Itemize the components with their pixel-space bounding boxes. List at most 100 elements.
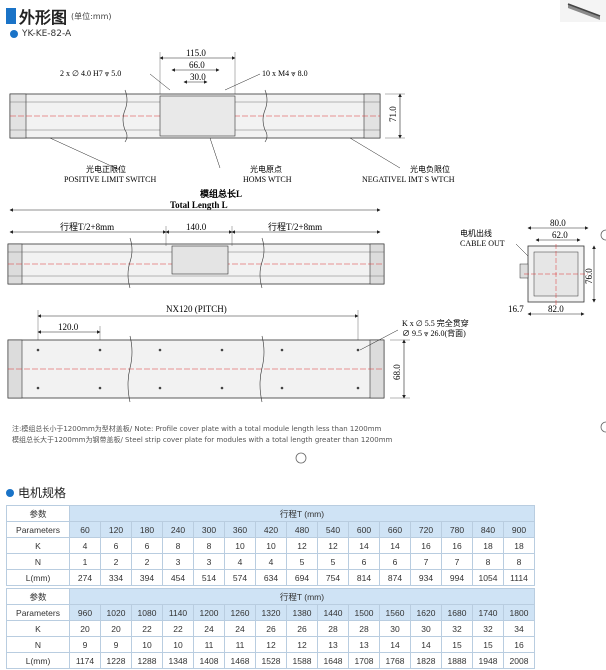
value-cell: 30	[410, 620, 442, 637]
value-cell: 32	[472, 620, 504, 637]
value-cell: 14	[379, 537, 411, 554]
technical-drawing: 115.0 66.0 30.0 2 x ∅ 4.0 H7 ⩔ 5.0 10 x …	[7, 48, 596, 403]
value-cell: 454	[162, 569, 194, 586]
value-cell: 3	[162, 553, 194, 570]
value-cell: 11	[193, 636, 225, 653]
row-label-cell: K	[6, 537, 70, 554]
value-cell: 1708	[348, 652, 380, 669]
stroke-cell: 1020	[100, 604, 132, 621]
value-cell: 32	[441, 620, 473, 637]
value-cell: 10	[255, 537, 287, 554]
stroke-cell: 1500	[348, 604, 380, 621]
value-cell: 1468	[224, 652, 256, 669]
value-cell: 2	[100, 553, 132, 570]
value-cell: 7	[441, 553, 473, 570]
value-cell: 2008	[503, 652, 535, 669]
spec-title: 电机规格	[18, 486, 67, 500]
value-cell: 12	[255, 636, 287, 653]
value-cell: 694	[286, 569, 318, 586]
value-cell: 10	[131, 636, 163, 653]
cable-out-en: CABLE OUT	[460, 239, 505, 248]
stroke-cell: 360	[224, 521, 256, 538]
note-line-1: 注:模组总长小于1200mm为型材盖板/ Note: Profile cover…	[12, 425, 382, 433]
model-number: YK-KE-82-A	[22, 29, 72, 39]
dim-80: 80.0	[550, 218, 566, 228]
value-cell: 1228	[100, 652, 132, 669]
stroke-cell: 420	[255, 521, 287, 538]
value-cell: 15	[472, 636, 504, 653]
stroke-cell: 600	[348, 521, 380, 538]
value-cell: 16	[410, 537, 442, 554]
dim-62: 62.0	[552, 230, 568, 240]
value-cell: 20	[69, 620, 101, 637]
bullet-dot	[10, 30, 18, 38]
stroke-cell: 840	[472, 521, 504, 538]
hole-callout-1: K x ∅ 5.5 完全贯穿	[402, 318, 469, 328]
value-cell: 5	[317, 553, 349, 570]
value-cell: 16	[503, 636, 535, 653]
value-cell: 26	[255, 620, 287, 637]
stroke-cell: 1380	[286, 604, 318, 621]
dim-16-7: 16.7	[508, 304, 524, 314]
value-cell: 12	[317, 537, 349, 554]
stroke-cell: 1440	[317, 604, 349, 621]
value-cell: 8	[162, 537, 194, 554]
row-label-cell: K	[6, 620, 70, 637]
value-cell: 394	[131, 569, 163, 586]
value-cell: 3	[193, 553, 225, 570]
top-view: 115.0 66.0 30.0 2 x ∅ 4.0 H7 ⩔ 5.0 10 x …	[9, 48, 455, 184]
value-cell: 1948	[472, 652, 504, 669]
value-cell: 8	[503, 553, 535, 570]
title-marker	[6, 8, 16, 24]
value-cell: 1054	[472, 569, 504, 586]
value-cell: 15	[441, 636, 473, 653]
stroke-cell: 480	[286, 521, 318, 538]
stroke-cell: 1680	[441, 604, 473, 621]
param-en-cell: Parameters	[6, 604, 70, 621]
stroke-cell: 1620	[410, 604, 442, 621]
value-cell: 6	[100, 537, 132, 554]
value-cell: 1	[69, 553, 101, 570]
stroke-cell: 780	[441, 521, 473, 538]
value-cell: 8	[193, 537, 225, 554]
value-cell: 14	[379, 636, 411, 653]
param-en-cell: Parameters	[6, 521, 70, 538]
value-cell: 34	[503, 620, 535, 637]
value-cell: 1114	[503, 569, 535, 586]
value-cell: 6	[379, 553, 411, 570]
value-cell: 814	[348, 569, 380, 586]
dim-68: 68.0	[392, 364, 402, 380]
value-cell: 4	[224, 553, 256, 570]
bullet-dot	[6, 488, 14, 497]
hole-callout-2: ∅ 9.5 ⩔ 26.0(背面)	[402, 328, 466, 338]
value-cell: 874	[379, 569, 411, 586]
dim-30: 30.0	[190, 72, 206, 82]
value-cell: 14	[410, 636, 442, 653]
pitch-label: NX120 (PITCH)	[166, 304, 227, 314]
value-cell: 9	[69, 636, 101, 653]
edge-circle-icon	[600, 229, 606, 241]
stroke-cell: 540	[317, 521, 349, 538]
stroke-cell: 900	[503, 521, 535, 538]
row-label-cell: N	[6, 636, 70, 653]
negative-limit-en: NEGATIVEL IMT S WTCH	[362, 175, 455, 184]
spec-section-title: 电机规格	[6, 484, 66, 501]
value-cell: 13	[348, 636, 380, 653]
product-thumbnail	[560, 0, 606, 22]
stroke-cell: 1140	[162, 604, 194, 621]
value-cell: 1528	[255, 652, 287, 669]
callout-holes: 2 x ∅ 4.0 H7 ⩔ 5.0	[60, 69, 121, 78]
value-cell: 20	[100, 620, 132, 637]
stroke-cell: 1560	[379, 604, 411, 621]
stroke-cell: 1080	[131, 604, 163, 621]
drawing-title: 外形图 (单位:mm)	[6, 6, 112, 27]
value-cell: 16	[441, 537, 473, 554]
home-switch-en: HOMS WTCH	[243, 175, 292, 184]
